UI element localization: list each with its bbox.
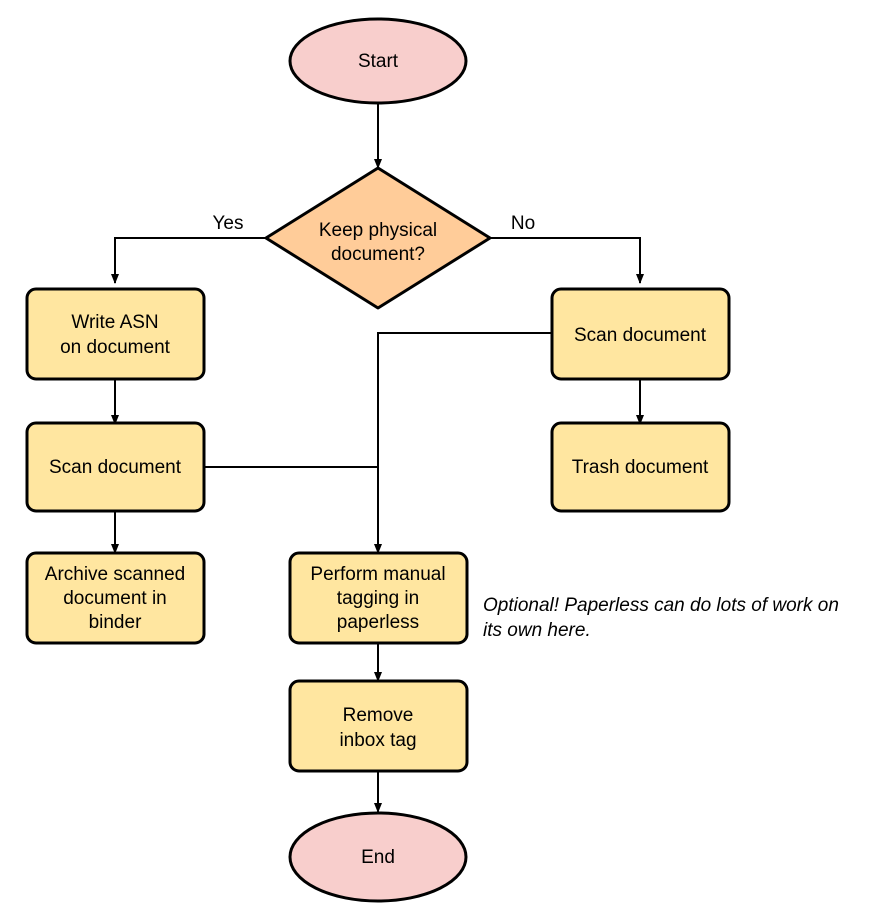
decision-label-line2: document? xyxy=(331,244,425,265)
node-archive-scanned-document[interactable]: Archive scanned document in binder xyxy=(25,551,206,645)
archive-label-line3: binder xyxy=(89,612,142,633)
optional-note-line2: its own here. xyxy=(483,620,591,641)
write-asn-box xyxy=(25,287,206,381)
end-ellipse xyxy=(288,811,468,903)
node-scan-document-right[interactable]: Scan document xyxy=(550,287,731,381)
tagging-label-line2: tagging in xyxy=(337,588,419,609)
start-ellipse xyxy=(288,17,468,105)
archive-box xyxy=(25,551,206,645)
archive-label-line2: document in xyxy=(63,588,167,609)
scan-document-left-label: Scan document xyxy=(49,457,182,478)
edge-label-no: No xyxy=(511,213,535,234)
node-end[interactable]: End xyxy=(288,811,468,903)
tagging-box xyxy=(288,551,469,645)
edge-label-yes: Yes xyxy=(213,213,244,234)
start-label: Start xyxy=(358,51,399,72)
archive-label-line1: Archive scanned xyxy=(45,564,185,585)
remove-inbox-label-line1: Remove xyxy=(343,705,414,726)
tagging-label-line3: paperless xyxy=(337,612,419,633)
node-decision-keep-physical-document[interactable]: Keep physical document? xyxy=(264,166,492,310)
node-trash-document[interactable]: Trash document xyxy=(550,421,731,513)
node-scan-document-left[interactable]: Scan document xyxy=(25,421,206,513)
node-perform-manual-tagging[interactable]: Perform manual tagging in paperless xyxy=(288,551,469,645)
tagging-label-line1: Perform manual xyxy=(310,564,445,585)
write-asn-label-line2: on document xyxy=(60,337,171,358)
remove-inbox-label-line2: inbox tag xyxy=(339,730,416,751)
annotation-optional-note: Optional! Paperless can do lots of work … xyxy=(483,595,839,641)
node-remove-inbox-tag[interactable]: Remove inbox tag xyxy=(288,679,469,773)
decision-diamond xyxy=(264,166,492,310)
node-write-asn[interactable]: Write ASN on document xyxy=(25,287,206,381)
trash-document-label: Trash document xyxy=(572,457,709,478)
scan-document-right-box xyxy=(550,287,731,381)
decision-label-line1: Keep physical xyxy=(319,220,437,241)
write-asn-label-line1: Write ASN xyxy=(71,312,158,333)
scan-document-left-box xyxy=(25,421,206,513)
edge-scan-right-to-tagging xyxy=(374,332,552,554)
remove-inbox-box xyxy=(288,679,469,773)
edge-decision-no-to-scan-right xyxy=(490,237,644,284)
end-label: End xyxy=(361,847,395,868)
edge-decision-yes-to-write-asn xyxy=(111,237,266,284)
optional-note-line1: Optional! Paperless can do lots of work … xyxy=(483,595,839,616)
scan-document-right-label: Scan document xyxy=(574,325,707,346)
node-start[interactable]: Start xyxy=(288,17,468,105)
trash-document-box xyxy=(550,421,731,513)
